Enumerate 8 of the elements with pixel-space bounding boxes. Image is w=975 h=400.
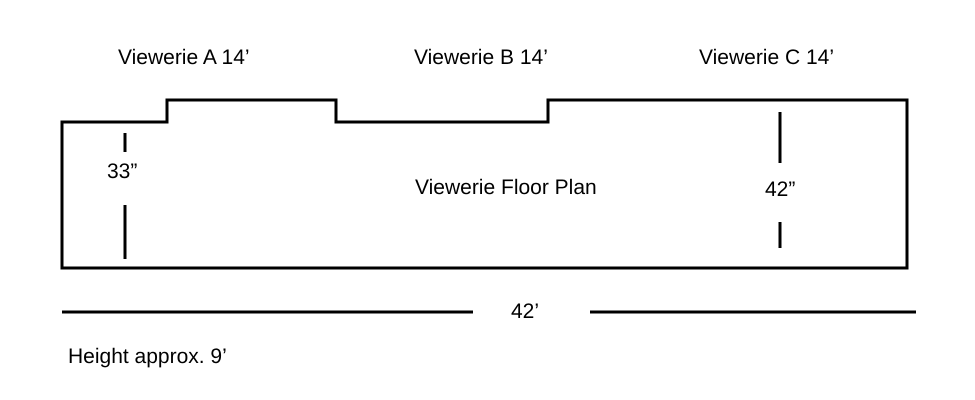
room-label: Viewerie A 14’ [118,46,250,70]
dimension-label: 42” [765,178,796,202]
dimension-label: 42’ [511,300,540,324]
room-label: Viewerie C 14’ [699,46,834,70]
note-text: Height approx. 9’ [68,345,227,369]
room-label: Viewerie B 14’ [414,46,548,70]
dimension-label: 33” [107,160,138,184]
plan-title: Viewerie Floor Plan [415,176,597,200]
